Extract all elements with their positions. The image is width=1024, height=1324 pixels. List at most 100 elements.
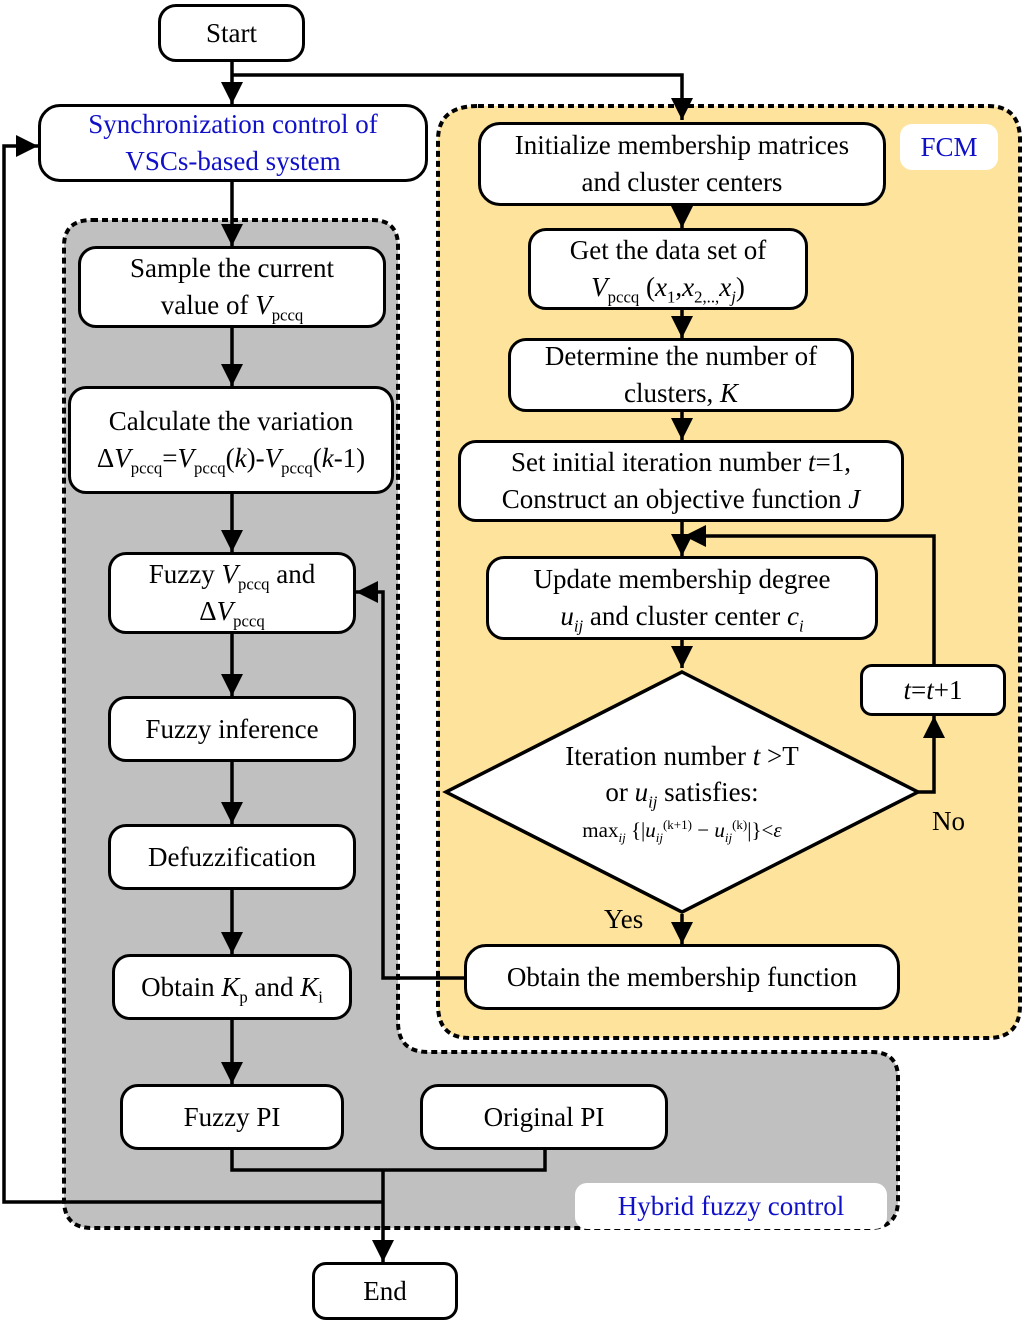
sub-ij: ij [618, 830, 626, 846]
edge-membership-fuzzify [356, 581, 464, 980]
increment-node: t=t+1 [860, 664, 1006, 716]
eq: = [911, 674, 927, 705]
fcm-label-text: FCM [920, 131, 978, 162]
sub-i: i [318, 986, 323, 1006]
hybrid-region-label: Hybrid fuzzy control [575, 1183, 887, 1229]
var-x: x [682, 272, 695, 302]
var-t: t [926, 674, 934, 705]
sync-line2: VSCs-based system [125, 146, 341, 176]
sample-line2: value of [160, 290, 256, 320]
var-k: K [300, 971, 319, 1002]
clusters-node: Determine the number of clusters, K [508, 338, 854, 412]
sub-ij: ij [724, 830, 733, 846]
update-mid: and cluster center [583, 601, 788, 631]
update-line1: Update membership degree [533, 564, 831, 594]
edge-decision-increment [918, 716, 945, 794]
var-v: V [264, 443, 282, 473]
decision-line1: Iteration number [565, 741, 753, 771]
sample-node: Sample the current value of Vpccq [78, 246, 386, 328]
var-k: k [234, 443, 247, 473]
setiter-eq: =1, [815, 447, 851, 477]
var-x: x [655, 272, 667, 302]
clusters-line2: clusters, [624, 378, 720, 408]
dataset-line1: Get the data set of [569, 235, 767, 265]
sub-j: j [731, 287, 736, 307]
fuzzy-pi-node: Fuzzy PI [120, 1084, 344, 1150]
init-line1: Initialize membership matrices [514, 130, 850, 160]
sub-pccq: pccq [130, 458, 163, 478]
var-v: V [591, 272, 608, 302]
sub-pccq: pccq [233, 611, 265, 631]
defuzzification-node: Defuzzification [108, 824, 356, 890]
var-x: x [719, 272, 732, 302]
decision-gt-T: >T [760, 741, 799, 771]
set-iteration-node: Set initial iteration number t=1,Constru… [458, 440, 904, 522]
yes-label: Yes [604, 904, 644, 934]
end-label: End [363, 1275, 407, 1306]
sub-pccq: pccq [271, 305, 304, 325]
sample-line1: Sample the current [130, 253, 334, 283]
edge-feedback-sync [2, 135, 383, 1204]
decision-satisfies: satisfies: [657, 777, 759, 807]
sub-pccq: pccq [194, 458, 226, 478]
obtain-mid: and [247, 971, 301, 1002]
var-v: V [177, 443, 195, 473]
sup-k: (k) [732, 817, 748, 832]
var-v: V [114, 443, 131, 473]
paren: ( [312, 443, 322, 473]
var-j: J [848, 484, 861, 514]
delta: Δ [199, 596, 217, 626]
var-k: K [719, 378, 738, 408]
sub-pccq: pccq [607, 287, 640, 307]
sub-ij: ij [655, 830, 663, 846]
fuzzy-pi-label: Fuzzy PI [183, 1101, 281, 1132]
clusters-line1: Determine the number of [544, 341, 818, 371]
var-v: V [255, 290, 272, 320]
sub-pccq: pccq [281, 458, 313, 478]
var-t: t [903, 674, 912, 705]
var-u: u [634, 777, 649, 807]
sub-1: 1 [666, 287, 676, 307]
original-pi-label: Original PI [483, 1101, 605, 1132]
var-k: k [321, 443, 334, 473]
membership-function-node: Obtain the membership function [464, 944, 900, 1010]
edge-increment-loop [684, 525, 936, 664]
hybrid-label-text: Hybrid fuzzy control [617, 1190, 845, 1221]
inference-label: Fuzzy inference [145, 713, 319, 744]
calc-formula: ΔVpccq=Vpccq(k)-Vpccq(k-1) [96, 443, 366, 476]
start-label: Start [206, 17, 257, 48]
fuzzy-inference-node: Fuzzy inference [108, 696, 356, 762]
decision-or: or [605, 777, 635, 807]
obtain-kp-ki-node: Obtain Kp and Ki [112, 954, 352, 1020]
sub-2: 2,.., [694, 287, 720, 307]
sub-i: i [799, 616, 804, 636]
fuzzify-post: and [269, 559, 316, 589]
fcm-region-label: FCM [900, 124, 998, 170]
k-minus-1: -1) [333, 443, 366, 473]
edge-start-init [232, 73, 693, 120]
start-node: Start [158, 4, 305, 62]
no-label: No [932, 806, 965, 836]
sup-k1: (k+1) [662, 817, 692, 832]
max: max [582, 818, 619, 842]
setiter-line1: Set initial iteration number [511, 447, 808, 477]
defuzz-label: Defuzzification [148, 841, 316, 872]
paren: ) [246, 443, 256, 473]
sub-ij: ij [573, 616, 584, 636]
sync-line1: Synchronization control of [88, 109, 378, 139]
sub-p: p [239, 986, 248, 1006]
var-t: t [752, 741, 761, 771]
sync-control-node: Synchronization control of VSCs-based sys… [38, 104, 428, 182]
init-line2: and cluster centers [581, 167, 783, 197]
calc-line1: Calculate the variation [108, 406, 354, 436]
sub-ij: ij [648, 792, 658, 812]
delta: Δ [96, 443, 115, 473]
fuzzify-pre: Fuzzy [148, 559, 222, 589]
var-u: u [645, 818, 656, 842]
eq: = [162, 443, 178, 473]
var-k: K [221, 971, 240, 1002]
convergence-formula: maxij {|uij(k+1) − uij(k)|}<ε [582, 817, 782, 846]
